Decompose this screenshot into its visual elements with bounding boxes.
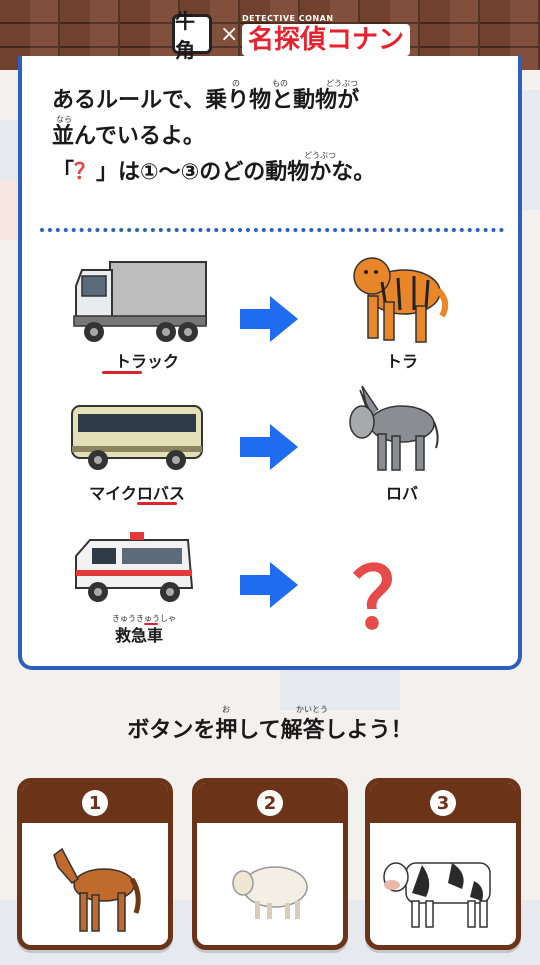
donkey-icon (349, 385, 439, 471)
answer-button-3[interactable]: 3 (365, 778, 521, 950)
answer-number-3: 3 (430, 790, 456, 816)
conan-logo: DETECTIVE CONAN 名探偵コナン (242, 14, 411, 56)
vehicle-label-1: トラック (114, 352, 179, 371)
question-line-3-rest: 」は①～③のどの動物かな。 (96, 160, 376, 185)
question-bracket-open: 「 (52, 160, 75, 185)
vehicle-ruby-3: きゅうきゅうしゃ (112, 614, 176, 623)
ruby-nara: なら (56, 115, 72, 124)
answer-number-1: 1 (82, 790, 108, 816)
gyukaku-logo: 牛角 (172, 9, 212, 62)
arrow-right-icon (240, 424, 298, 470)
quiz-panel: の もの どうぶつ なら どうぶつ あるルールで、乗り物と動物が 並んでいるよ。… (18, 56, 522, 670)
bg-tile (280, 670, 400, 710)
arrow-right-icon (240, 562, 298, 608)
question-line-2: 並んでいるよ。 (52, 124, 205, 149)
animal-label-1: トラ (385, 352, 418, 371)
horse-icon (53, 847, 141, 932)
vehicle-underline-3 (144, 623, 158, 625)
question-line-1: あるルールで、乗り物と動物が (52, 88, 360, 113)
conan-logo-small: DETECTIVE CONAN (242, 14, 334, 23)
ruby-doubutsu: どうぶつ (326, 79, 358, 88)
prompt-ruby-o: お (222, 705, 230, 714)
vehicle-underline-2 (137, 502, 177, 505)
ruby-doubutsu2: どうぶつ (304, 151, 336, 160)
answer-button-1[interactable]: 1 (17, 778, 173, 950)
conan-logo-title: 名探偵コナン (242, 24, 411, 56)
answer-card-header: 1 (22, 783, 168, 823)
bg-tile (522, 90, 540, 210)
question-line-3: 「？」は①～③のどの動物かな。 (52, 158, 375, 188)
answer-card-header: 3 (370, 783, 516, 823)
vehicle-label-2: マイクロバス (89, 484, 185, 503)
collab-times: × (220, 22, 239, 47)
ruby-mono: もの (272, 79, 288, 88)
question-mark-inline: ？ (74, 160, 97, 185)
tiger-icon (353, 257, 449, 343)
cow-icon (383, 862, 491, 928)
bg-tile (0, 180, 18, 240)
ambulance-icon (75, 532, 194, 602)
prompt-ruby-kaitou: かいとう (296, 705, 328, 714)
answer-question-mark: ？ (352, 550, 437, 648)
dotted-divider (40, 228, 504, 232)
arrow-right-icon (240, 296, 298, 342)
sheep-icon (232, 866, 308, 919)
truck-icon (73, 261, 207, 342)
vehicle-underline-1 (102, 371, 142, 374)
answer-button-2[interactable]: 2 (192, 778, 348, 950)
animal-label-2: ロバ (385, 484, 418, 503)
vehicle-label-3: 救急車 (114, 626, 163, 645)
answer-card-header: 2 (197, 783, 343, 823)
answer-prompt: ボタンを押して解答しよう！ (127, 718, 413, 743)
ruby-no: の (232, 79, 240, 88)
microbus-icon (71, 405, 203, 470)
answer-number-2: 2 (257, 790, 283, 816)
